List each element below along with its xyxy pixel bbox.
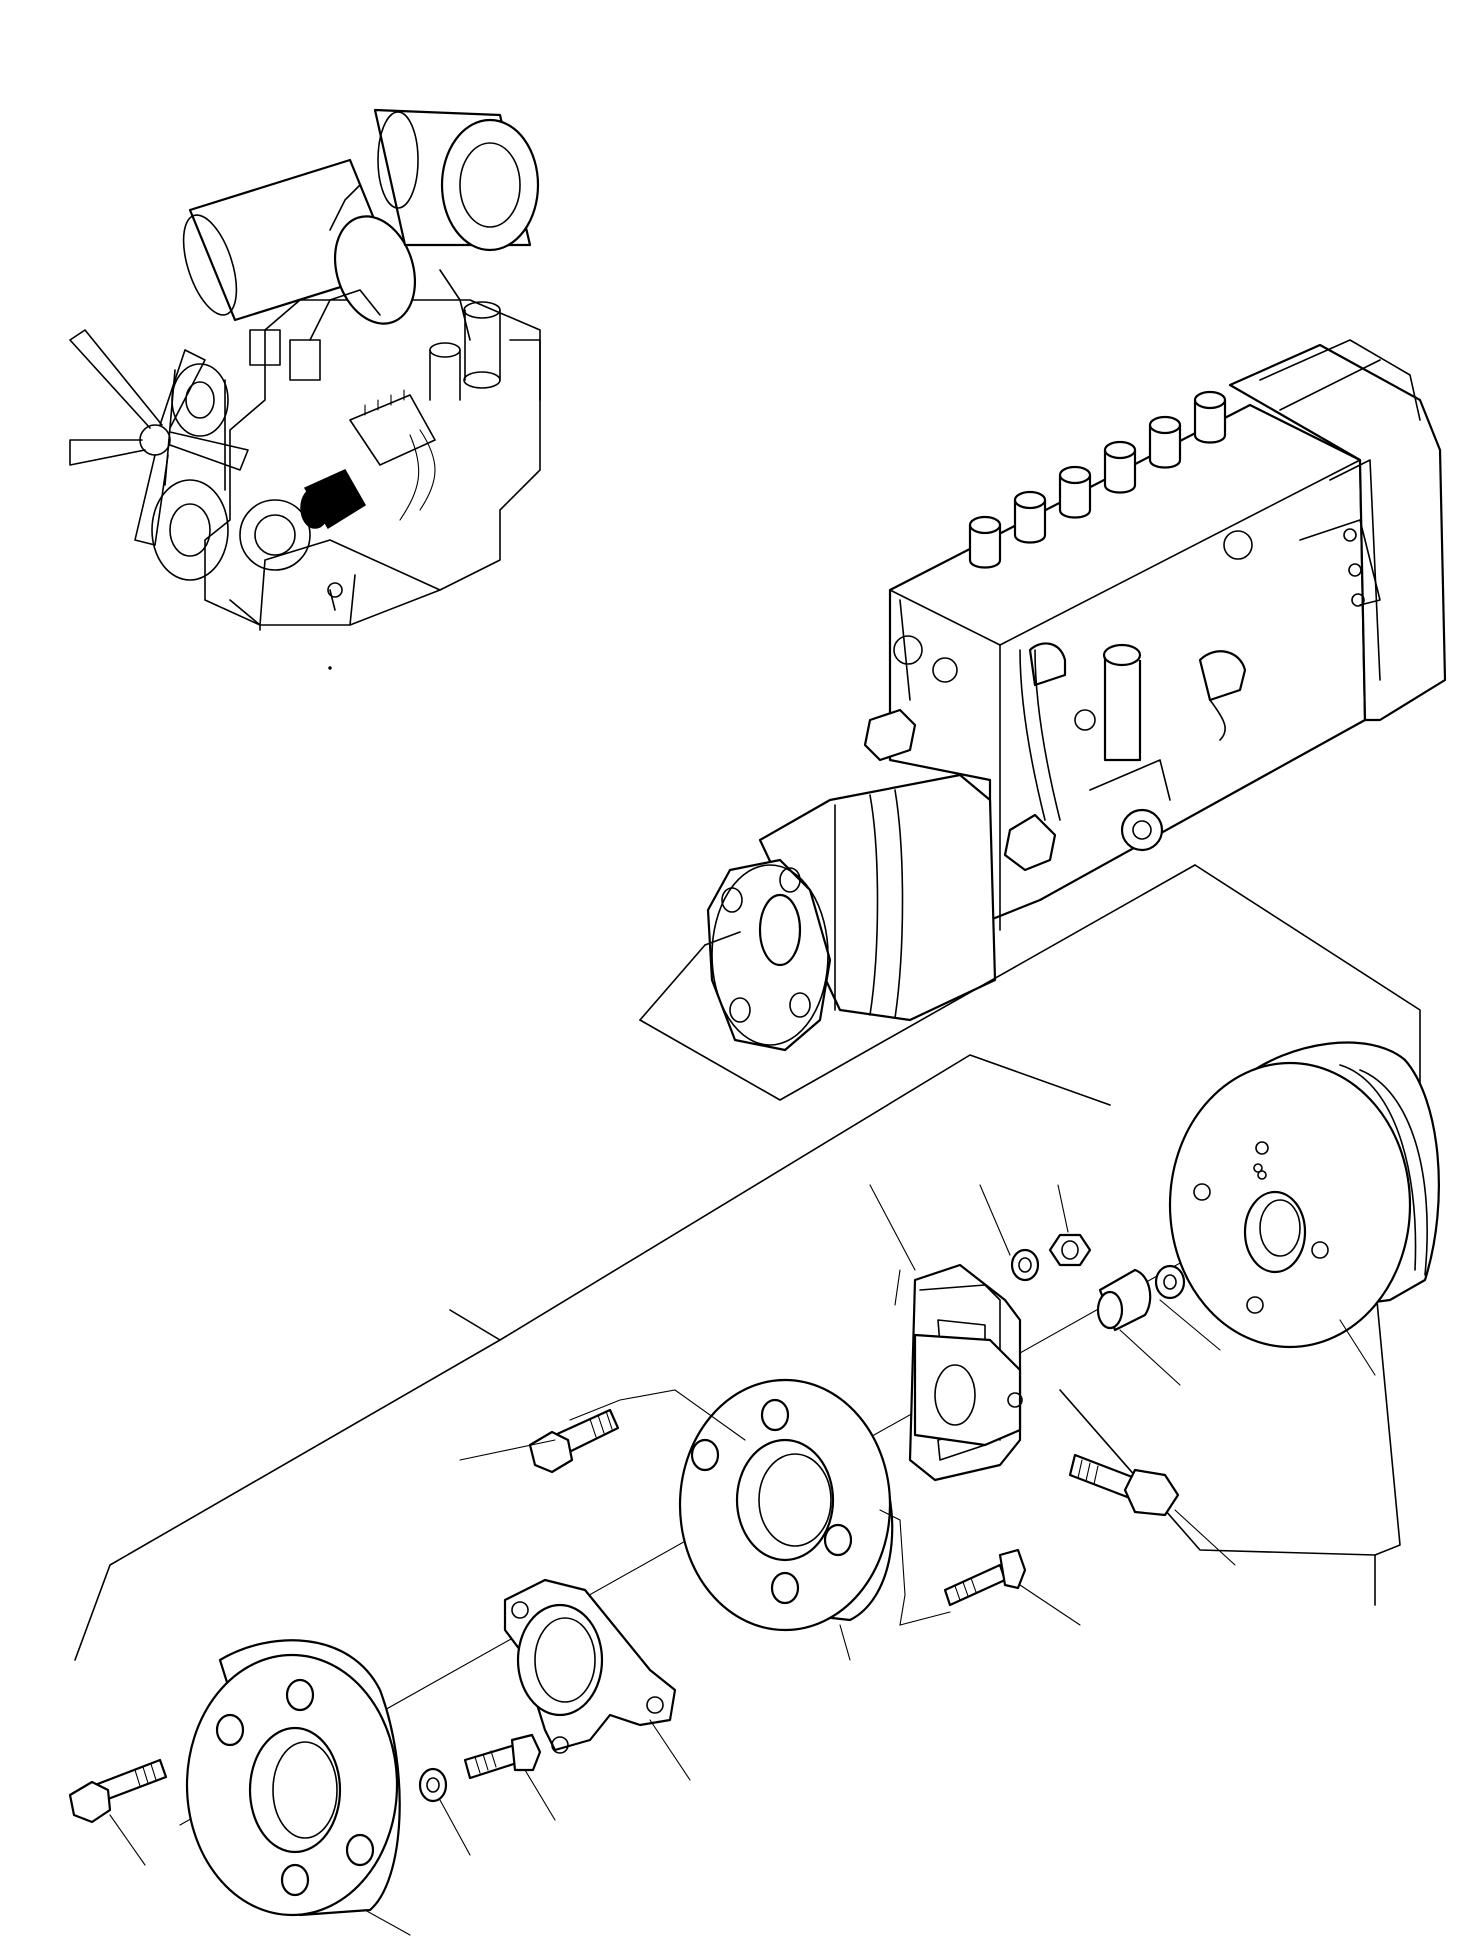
washer-right: [1154, 1264, 1186, 1300]
nut: [1048, 1233, 1092, 1267]
engine-locator-view: [69, 108, 541, 631]
air-cleaner-right: [373, 108, 540, 252]
locator-dot: [328, 666, 332, 670]
slotted-plate: [908, 1263, 1023, 1482]
bolt-lower-center: [418, 1733, 542, 1803]
highlighted-coupling: [300, 469, 367, 530]
washer-lower: [418, 1767, 448, 1803]
washer-top: [1010, 1248, 1040, 1282]
drive-cup: [1168, 1041, 1440, 1349]
leader-lines: [109, 1184, 1376, 1936]
fan: [69, 329, 249, 546]
coupling-disc-front: [185, 1639, 401, 1917]
bolt-front: [68, 1758, 168, 1824]
coupling-disc-middle: [678, 1378, 894, 1632]
adaptor-flange: [503, 1578, 677, 1754]
injection-pump: [639, 339, 1447, 1131]
bolt-lower-middle: [943, 1548, 1027, 1607]
pump-drive-hub: [704, 773, 997, 1052]
flange-bolt: [1068, 1453, 1180, 1517]
bolt-upper: [528, 1408, 620, 1474]
exploded-parts: [68, 1041, 1440, 1936]
delivery-valves: [968, 390, 1227, 569]
air-cleaner-left: [182, 158, 417, 325]
